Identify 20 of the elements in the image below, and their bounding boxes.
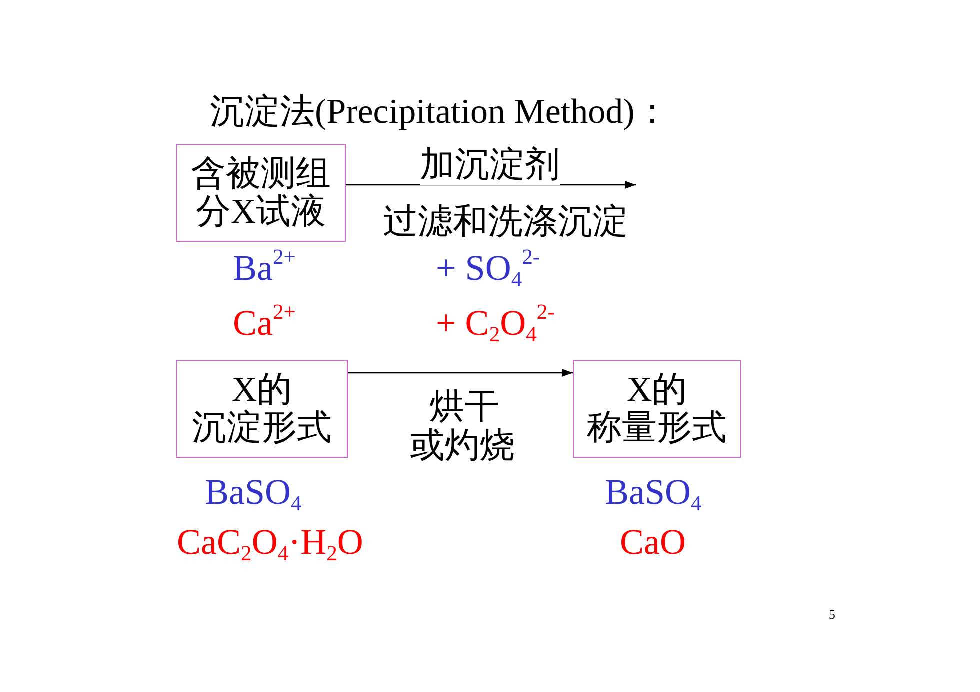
node-text: X的 xyxy=(232,370,292,409)
compound-formula: CaO xyxy=(620,523,686,563)
title-text: 沉淀法(Precipitation Method)： xyxy=(210,92,670,132)
page-number: 5 xyxy=(829,608,836,622)
ion-formula: Ba$^{2+}$ xyxy=(233,249,296,289)
node-text: X的 xyxy=(626,370,688,409)
ion-formula: Ca$^{2+}$ xyxy=(233,304,296,344)
process-box xyxy=(176,360,348,458)
arrow xyxy=(346,181,636,189)
node-text: 含被测组分X试液 xyxy=(190,154,332,232)
edge-label: 加沉淀剂 xyxy=(420,146,560,184)
compound-formula: BaSO$_{4}$ xyxy=(605,473,702,513)
process-box xyxy=(573,360,741,458)
step-label: 过滤和洗涤沉淀 xyxy=(383,204,628,239)
process-box xyxy=(176,144,346,242)
arrow xyxy=(348,369,573,377)
compound-formula: CaC$_{2}$O$_{4}$·H$_{2}$O xyxy=(177,523,364,563)
node-text: 称量形式 xyxy=(587,409,727,448)
node-text: 沉淀形式 xyxy=(192,409,332,448)
compound-formula: BaSO$_{4}$ xyxy=(205,473,302,513)
